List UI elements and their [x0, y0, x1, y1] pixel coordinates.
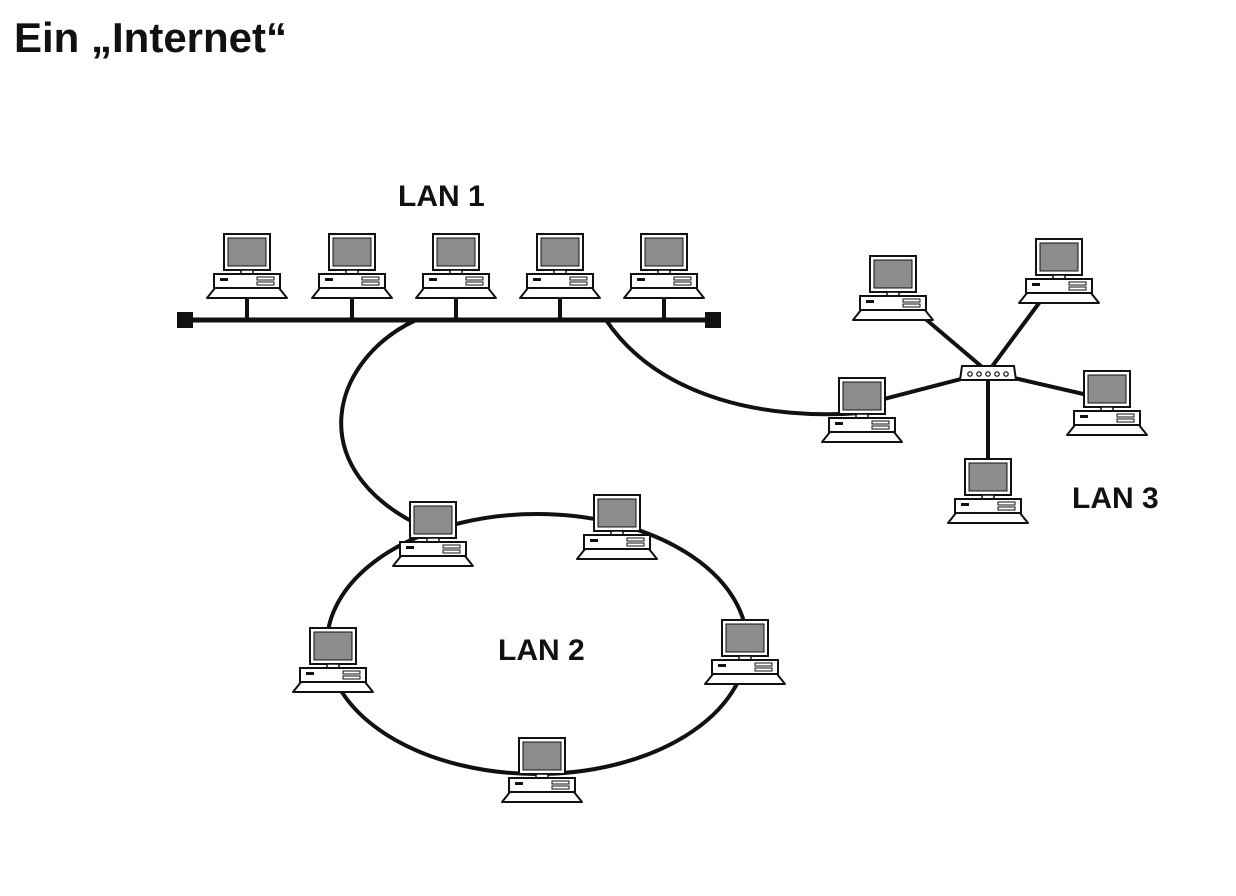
desktop-computer-icon — [947, 458, 1029, 524]
desktop-computer-icon — [206, 233, 288, 299]
desktop-computer-icon — [576, 494, 658, 560]
link-lan1-lan2 — [339, 318, 426, 530]
bus-terminator-icon — [705, 312, 721, 328]
lan3-label: LAN 3 — [1072, 482, 1159, 515]
lan1-bus-segment — [177, 294, 721, 328]
lan1-label: LAN 1 — [398, 180, 485, 213]
lan3-star-links — [879, 297, 1093, 464]
desktop-computer-icon — [415, 233, 497, 299]
desktop-computer-icon — [1066, 370, 1148, 436]
desktop-computer-icon — [704, 619, 786, 685]
bus-terminator-icon — [177, 312, 193, 328]
lan2-label: LAN 2 — [498, 634, 585, 667]
desktop-computer-icon — [311, 233, 393, 299]
link-lan1-lan3 — [604, 318, 861, 417]
desktop-computer-icon — [501, 737, 583, 803]
desktop-computer-icon — [519, 233, 601, 299]
desktop-computer-icon — [852, 255, 934, 321]
hub-icon — [958, 365, 1018, 381]
desktop-computer-icon — [623, 233, 705, 299]
page-title: Ein „Internet“ — [14, 14, 288, 61]
desktop-computer-icon — [392, 501, 474, 567]
desktop-computer-icon — [292, 627, 374, 693]
desktop-computer-icon — [821, 377, 903, 443]
desktop-computer-icon — [1018, 238, 1100, 304]
